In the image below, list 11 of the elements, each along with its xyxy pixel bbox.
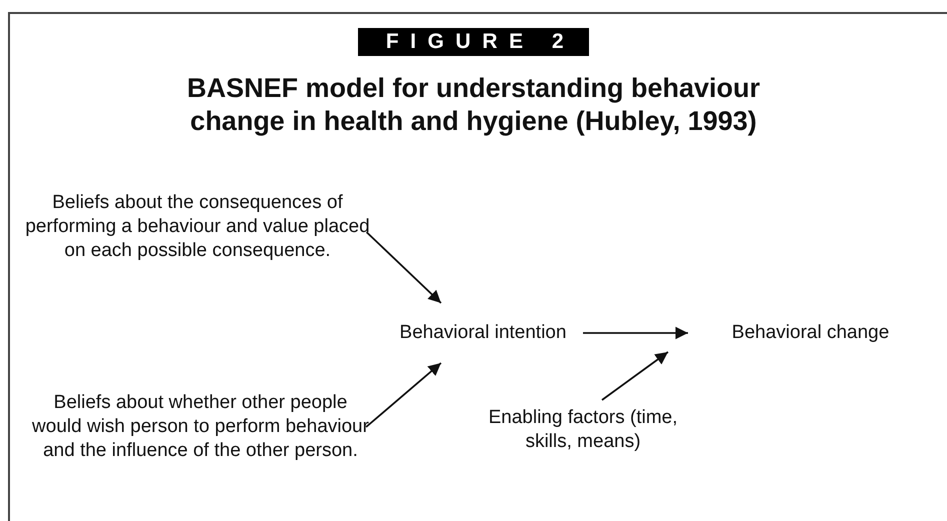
- node-text: Beliefs about the consequences of performing a behaviour and value placed on each possible consequence.: [25, 191, 370, 263]
- arrow: [583, 326, 688, 340]
- arrow: [366, 231, 442, 304]
- node-text: Behavioral intention: [400, 321, 566, 345]
- title: BASNEF model for understanding behaviour change in health and hygiene (Hubley, 1993): [186, 72, 762, 138]
- node-text: Behavioral change: [732, 321, 890, 345]
- arrow: [366, 362, 442, 428]
- arrow: [601, 351, 669, 401]
- figure-banner: FIGURE 2: [358, 28, 590, 56]
- node-text: Beliefs about whether other people would wish person to perform behaviour and the influence of the other person.: [31, 391, 370, 463]
- node-text: Enabling factors (time, skills, means): [488, 406, 678, 454]
